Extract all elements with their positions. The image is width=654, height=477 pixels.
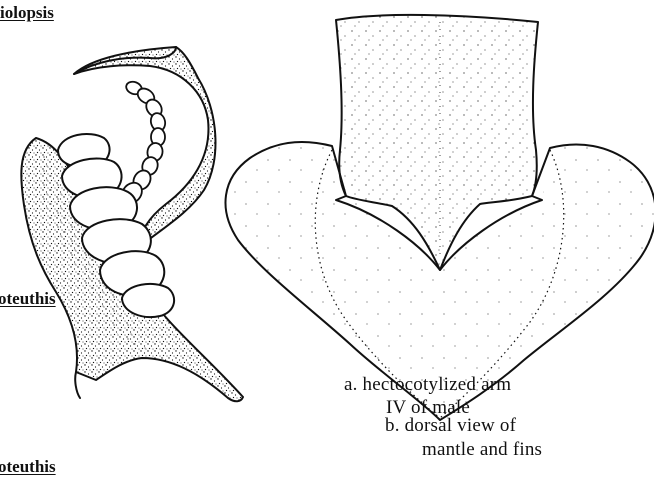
genus-label-middle: oteuthis: [0, 290, 56, 307]
genus-label-top: iolopsis: [0, 4, 54, 21]
mantle-and-fins-drawing: [226, 15, 654, 420]
caption-b-line2: mantle and fins: [422, 440, 542, 459]
caption-b-line1: b. dorsal view of: [385, 416, 516, 435]
arm-base-edge: [75, 372, 80, 398]
genus-label-bottom: oteuthis: [0, 458, 56, 475]
caption-a-line1: a. hectocotylized arm: [344, 375, 511, 394]
hectocotylized-arm-drawing: [21, 47, 243, 401]
